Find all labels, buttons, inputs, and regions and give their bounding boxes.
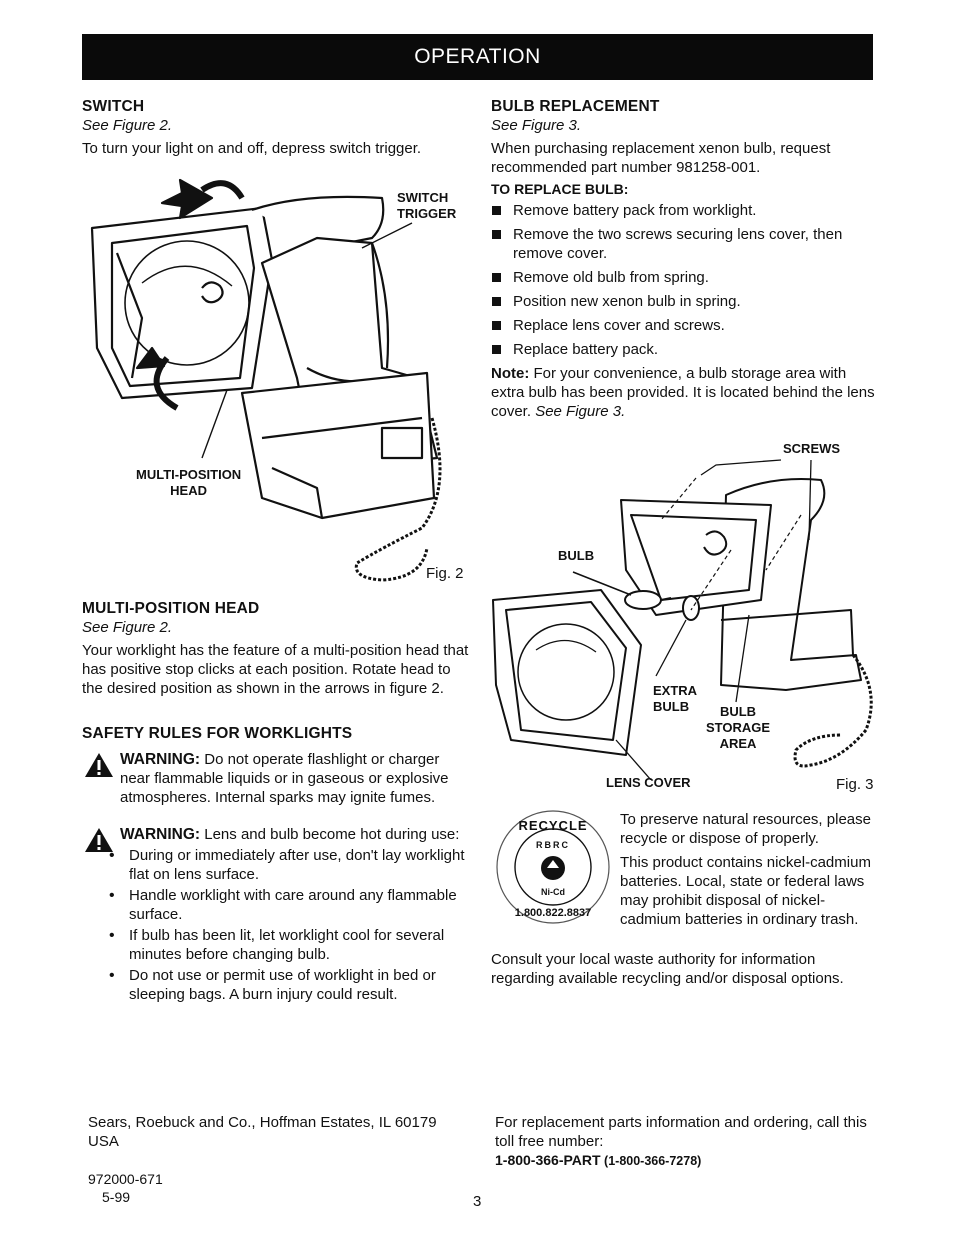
- warning-1-text: Do not operate flashlight or charger nea…: [120, 751, 449, 806]
- warning-2: WARNING: Lens and bulb become hot during…: [82, 825, 470, 852]
- footer-company-line-1: Sears, Roebuck and Co., Hoffman Estates,…: [88, 1114, 437, 1131]
- bulb-replacement-section: BULB REPLACEMENT See Figure 3. When purc…: [491, 97, 875, 421]
- footer-company: Sears, Roebuck and Co., Hoffman Estates,…: [88, 1113, 468, 1151]
- extra-bulb-label: EXTRA BULB: [653, 683, 698, 714]
- to-replace-bulb-heading: TO REPLACE BULB:: [491, 181, 629, 197]
- list-item: Replace lens cover and screws.: [491, 316, 875, 335]
- bulb-text: When purchasing replacement xenon bulb, …: [491, 140, 831, 176]
- list-item: Remove old bulb from spring.: [491, 268, 875, 287]
- hot-lens-bullets: During or immediately after use, don't l…: [82, 846, 470, 1004]
- recycle-text-2: This product contains nickel-cadmium bat…: [620, 854, 871, 928]
- warning-1: WARNING: Do not operate flashlight or ch…: [82, 750, 470, 807]
- warning-triangle-icon: [85, 828, 113, 852]
- section-banner: OPERATION: [82, 34, 873, 80]
- list-item: Position new xenon bulb in spring.: [491, 292, 875, 311]
- multi-position-section: MULTI-POSITION HEAD See Figure 2. Your w…: [82, 599, 470, 698]
- footer-phone: 1-800-366-PART (1-800-366-7278): [495, 1151, 875, 1171]
- seal-recycle-text: RECYCLE: [518, 818, 587, 833]
- list-item: Do not use or permit use of worklight in…: [109, 966, 470, 1004]
- rbrc-recycle-seal-icon: RECYCLE RBRC Ni-Cd 1.800.822.8837: [496, 810, 610, 924]
- bulb-see-figure: See Figure 3.: [491, 117, 582, 134]
- note-text: For your convenience, a bulb storage are…: [491, 365, 875, 420]
- switch-see-figure: See Figure 2.: [82, 117, 173, 134]
- recycle-text-1: To preserve natural resources, please re…: [620, 811, 871, 847]
- lens-cover-label: LENS COVER: [606, 775, 691, 790]
- warning-2-text: Lens and bulb become hot during use:: [200, 826, 460, 843]
- note-label: Note:: [491, 365, 530, 382]
- bulb-replacement-heading: BULB REPLACEMENT: [491, 98, 660, 115]
- multi-position-head-label: MULTI-POSITION HEAD: [136, 467, 242, 498]
- warning-1-label: WARNING:: [120, 751, 201, 768]
- bulb-note: Note: For your convenience, a bulb stora…: [491, 364, 875, 421]
- multi-position-heading: MULTI-POSITION HEAD: [82, 600, 260, 617]
- safety-heading: SAFETY RULES FOR WORKLIGHTS: [82, 725, 353, 742]
- list-item: If bulb has been lit, let worklight cool…: [109, 926, 470, 964]
- switch-trigger-label: SWITCH TRIGGER: [397, 190, 457, 221]
- list-item: Remove the two screws securing lens cove…: [491, 225, 875, 263]
- screws-label: SCREWS: [783, 441, 841, 456]
- seal-phone-text: 1.800.822.8837: [515, 907, 591, 919]
- seal-rbrc-text: RBRC: [536, 840, 570, 850]
- note-see-figure: See Figure 3.: [535, 403, 626, 420]
- list-item: Remove battery pack from worklight.: [491, 201, 875, 220]
- figure-3-bulb-replacement-illustration: [492, 459, 873, 780]
- footer-doc-number: 972000-671: [88, 1171, 163, 1187]
- switch-section: SWITCH See Figure 2. To turn your light …: [82, 97, 470, 158]
- multi-position-see-figure: See Figure 2.: [82, 619, 173, 636]
- figure-2-caption: Fig. 2: [426, 565, 464, 582]
- list-item: Handle worklight with care around any fl…: [109, 886, 470, 924]
- footer-company-line-2: USA: [88, 1133, 119, 1150]
- footer-parts-info: For replacement parts information and or…: [495, 1113, 875, 1171]
- multi-position-text: Your worklight has the feature of a mult…: [82, 642, 469, 697]
- warning-triangle-icon: [85, 753, 113, 777]
- figure-2-worklight-illustration: [90, 178, 442, 582]
- bulb-storage-area-label: BULB STORAGE AREA: [706, 704, 771, 751]
- footer-phone-bold: 1-800-366-PART: [495, 1152, 601, 1168]
- footer-parts-text: For replacement parts information and or…: [495, 1114, 867, 1150]
- switch-text: To turn your light on and off, depress s…: [82, 140, 422, 157]
- footer-phone-alt: (1-800-366-7278): [600, 1154, 702, 1168]
- page-number: 3: [473, 1193, 482, 1210]
- bulb-label: BULB: [558, 548, 595, 563]
- safety-section: SAFETY RULES FOR WORKLIGHTS WARNING: Do …: [82, 724, 470, 1006]
- footer-date: 5-99: [102, 1189, 131, 1205]
- switch-heading: SWITCH: [82, 98, 145, 115]
- recycle-text-3: Consult your local waste authority for i…: [491, 951, 844, 987]
- list-item: During or immediately after use, don't l…: [109, 846, 470, 884]
- replace-bulb-steps: Remove battery pack from worklight. Remo…: [491, 201, 875, 359]
- seal-nicd-text: Ni-Cd: [541, 887, 565, 897]
- list-item: Replace battery pack.: [491, 340, 875, 359]
- figure-3-caption: Fig. 3: [836, 776, 874, 793]
- recycle-text-block: To preserve natural resources, please re…: [620, 810, 878, 929]
- warning-2-label: WARNING:: [120, 826, 201, 843]
